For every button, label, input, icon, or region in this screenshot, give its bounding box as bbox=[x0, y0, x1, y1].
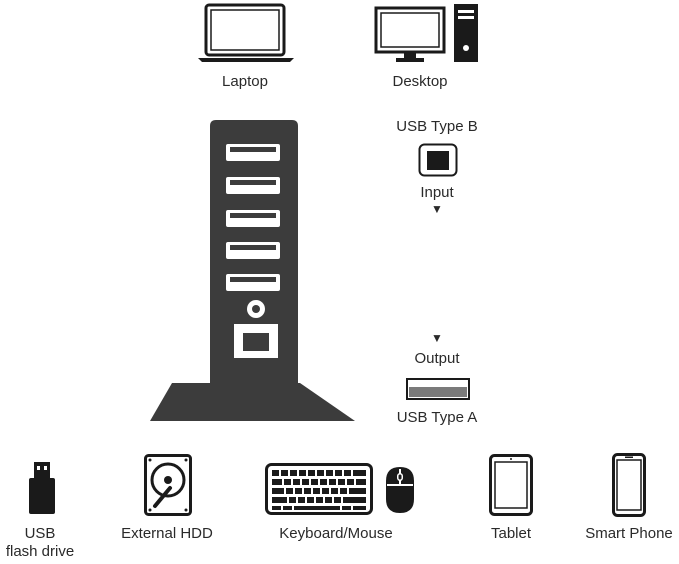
usb-flash-drive-label-line2: flash drive bbox=[5, 543, 75, 560]
desktop-icon bbox=[374, 4, 478, 62]
usb-type-a-icon bbox=[406, 378, 470, 400]
laptop-label: Laptop bbox=[222, 73, 268, 90]
input-arrow: ▼ bbox=[431, 202, 443, 216]
usb-flash-drive-icon bbox=[29, 462, 55, 514]
output-arrow: ▼ bbox=[431, 331, 443, 345]
desktop-label: Desktop bbox=[392, 73, 448, 90]
usb-type-b-icon bbox=[418, 143, 458, 177]
external-hdd-icon bbox=[144, 454, 192, 516]
mouse-icon bbox=[386, 467, 414, 513]
smartphone-label: Smart Phone bbox=[585, 525, 673, 542]
keyboard-icon bbox=[265, 463, 373, 515]
output-label: Output bbox=[414, 350, 460, 367]
usb-type-a-label: USB Type A bbox=[396, 409, 478, 426]
usb-flash-drive-label-line1: USB bbox=[24, 525, 56, 542]
laptop-icon bbox=[198, 3, 294, 62]
external-hdd-label: External HDD bbox=[121, 525, 213, 542]
keyboard-mouse-label: Keyboard/Mouse bbox=[279, 525, 393, 542]
tablet-label: Tablet bbox=[490, 525, 532, 542]
usb-type-b-label: USB Type B bbox=[396, 118, 478, 135]
smartphone-icon bbox=[612, 453, 646, 517]
tablet-icon bbox=[489, 454, 533, 516]
usb-hub-illustration bbox=[150, 120, 355, 421]
input-label: Input bbox=[420, 184, 454, 201]
